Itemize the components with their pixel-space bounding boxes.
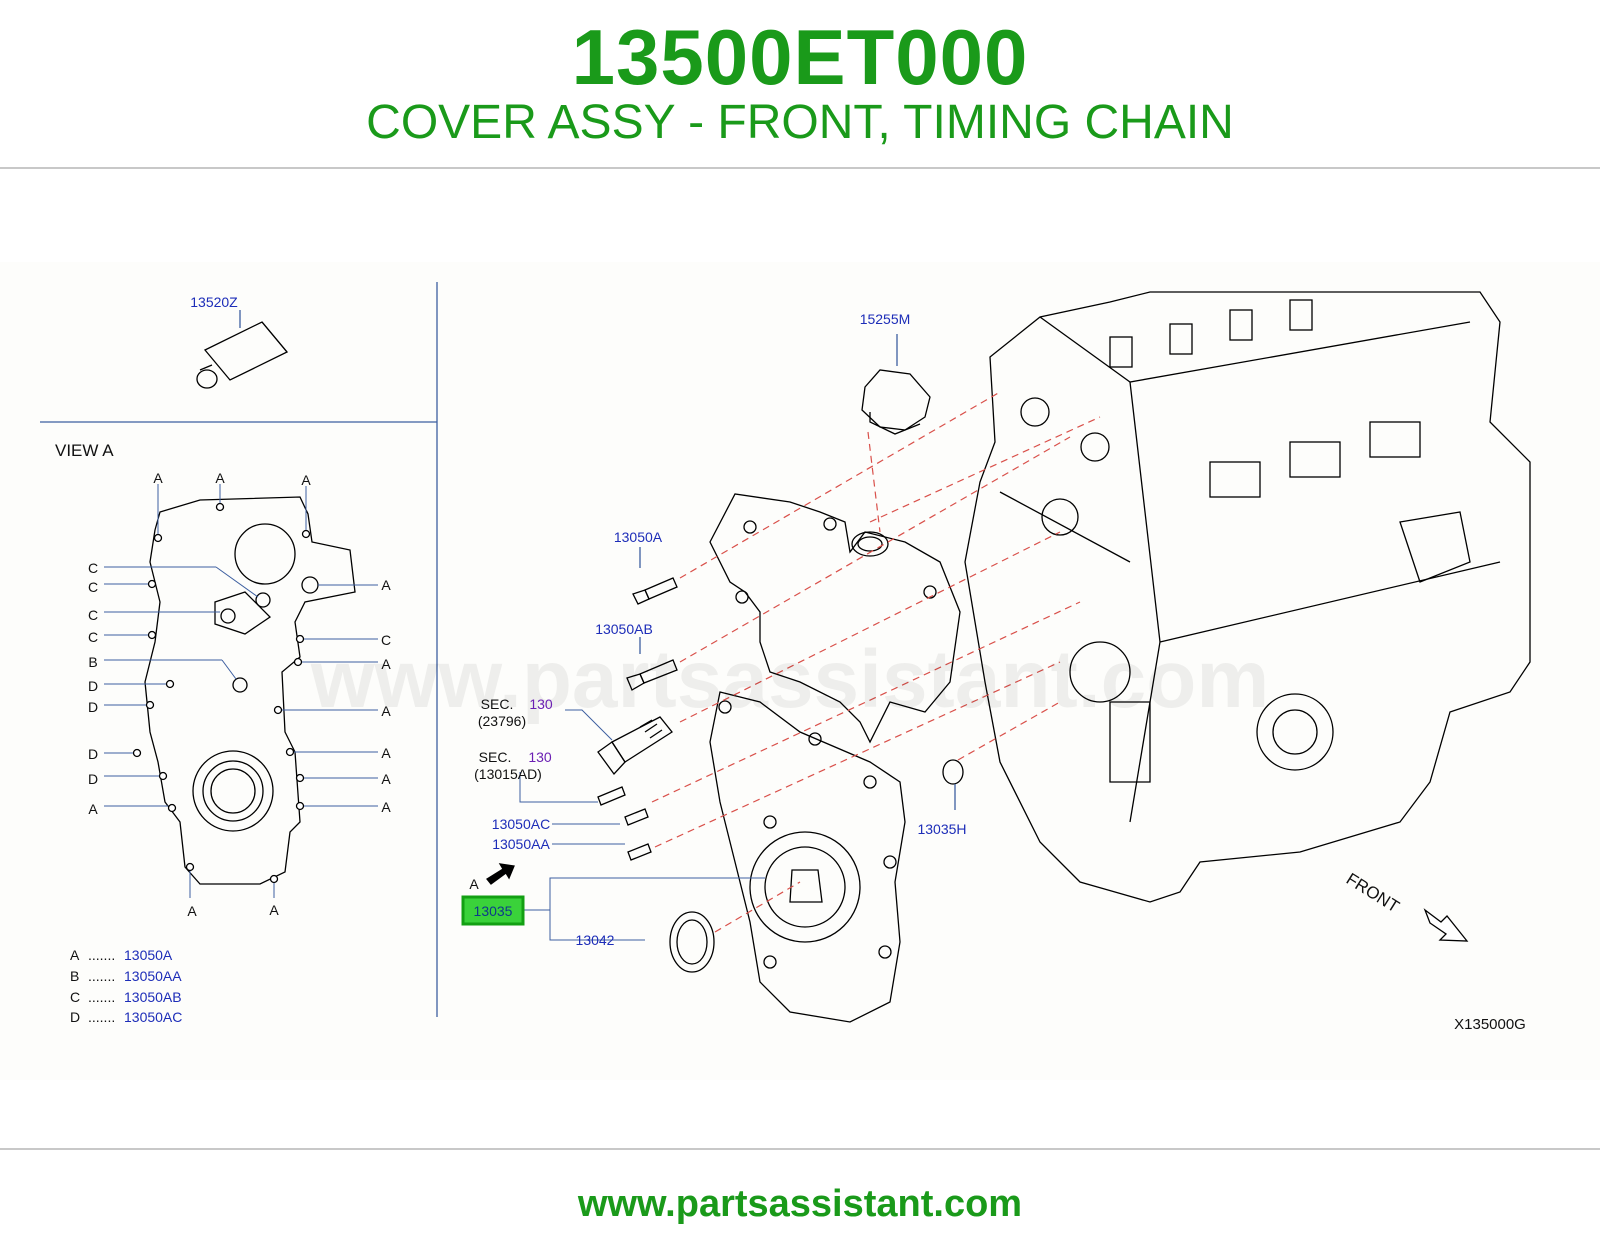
label-13050AB: 13050AB: [595, 621, 653, 637]
svg-text:A: A: [381, 745, 391, 761]
sec2-ref: (13015AD): [474, 766, 542, 782]
svg-text:A: A: [381, 799, 391, 815]
bolt-13050AB: [626, 637, 678, 691]
svg-text:A: A: [70, 947, 80, 963]
view-a-cover-outline: [132, 496, 356, 885]
sec2-number: 130: [528, 749, 552, 765]
view-a-arrow-icon: [486, 863, 515, 885]
svg-text:.......: .......: [88, 968, 115, 984]
view-a-legend: A ....... 13050A B ....... 13050AA C ...…: [70, 947, 182, 1025]
view-a-arrow-label: A: [469, 876, 479, 892]
svg-text:13050AA: 13050AA: [124, 968, 182, 984]
header-divider: [0, 167, 1600, 169]
footer-url[interactable]: www.partsassistant.com: [577, 1183, 1023, 1225]
view-a-label: VIEW A: [55, 441, 114, 460]
bolts-small: [597, 786, 652, 861]
sec2-label: SEC.: [479, 749, 512, 765]
svg-text:C: C: [88, 579, 98, 595]
highlight-13035: [461, 895, 525, 926]
svg-text:A: A: [269, 902, 279, 918]
footer-divider: [0, 1148, 1600, 1150]
oil-filler-cap-icon: [861, 334, 931, 435]
svg-text:A: A: [381, 771, 391, 787]
o-ring-13035H: [942, 759, 964, 810]
svg-text:D: D: [88, 678, 98, 694]
svg-text:D: D: [70, 1009, 80, 1025]
watermark: www.partsassistant.com: [310, 634, 1270, 725]
svg-text:13050AC: 13050AC: [124, 1009, 182, 1025]
label-15255M: 15255M: [860, 311, 911, 327]
svg-text:C: C: [70, 989, 80, 1005]
svg-text:C: C: [88, 607, 98, 623]
svg-text:A: A: [215, 470, 225, 486]
oil-control-valve: [597, 716, 673, 776]
callout-leaders: [519, 709, 765, 941]
parts-diagram: www.partsassistant.com 13520Z 15255M 130…: [40, 282, 1531, 1033]
label-13050AC: 13050AC: [492, 816, 550, 832]
svg-text:A: A: [301, 472, 311, 488]
sec1-label: SEC.: [481, 696, 514, 712]
view-a-leaders: [104, 484, 378, 898]
front-arrow-icon: [1423, 908, 1469, 942]
view-a-letters: A A A C C C C B D D D D A A C A A A A A …: [88, 470, 391, 919]
label-13050A: 13050A: [614, 529, 663, 545]
svg-text:D: D: [88, 771, 98, 787]
bolt-13050A: [632, 547, 678, 605]
svg-text:A: A: [187, 903, 197, 919]
svg-text:C: C: [381, 632, 391, 648]
front-cover-13035: [709, 493, 961, 1023]
svg-text:A: A: [88, 801, 98, 817]
sec1-ref: (23796): [478, 713, 526, 729]
svg-text:C: C: [88, 560, 98, 576]
label-13520Z: 13520Z: [190, 294, 238, 310]
svg-text:D: D: [88, 699, 98, 715]
svg-text:13050AB: 13050AB: [124, 989, 182, 1005]
sec1-number: 130: [529, 696, 553, 712]
svg-text:B: B: [70, 968, 79, 984]
svg-text:A: A: [153, 470, 163, 486]
diagram-panel: www.partsassistant.com 13520Z 15255M 130…: [0, 262, 1600, 1080]
svg-text:A: A: [381, 656, 391, 672]
part-number-heading: 13500ET000: [571, 13, 1029, 101]
svg-text:A: A: [381, 577, 391, 593]
engine-block: [964, 291, 1531, 903]
crankshaft-seal-13042: [669, 911, 715, 973]
label-13042: 13042: [576, 932, 615, 948]
label-13050AA: 13050AA: [492, 836, 550, 852]
svg-text:C: C: [88, 629, 98, 645]
svg-text:B: B: [88, 654, 97, 670]
svg-text:A: A: [381, 703, 391, 719]
svg-text:.......: .......: [88, 1009, 115, 1025]
label-13035H: 13035H: [917, 821, 966, 837]
svg-text:13050A: 13050A: [124, 947, 173, 963]
sealant-tube-icon: [196, 310, 289, 389]
label-13035[interactable]: 13035: [474, 903, 513, 919]
svg-text:D: D: [88, 746, 98, 762]
svg-text:.......: .......: [88, 989, 115, 1005]
front-label: FRONT: [1343, 869, 1403, 916]
svg-text:.......: .......: [88, 947, 115, 963]
section-code: X135000G: [1454, 1016, 1526, 1033]
part-title: COVER ASSY - FRONT, TIMING CHAIN: [366, 96, 1234, 149]
mating-lines: [651, 391, 1101, 933]
